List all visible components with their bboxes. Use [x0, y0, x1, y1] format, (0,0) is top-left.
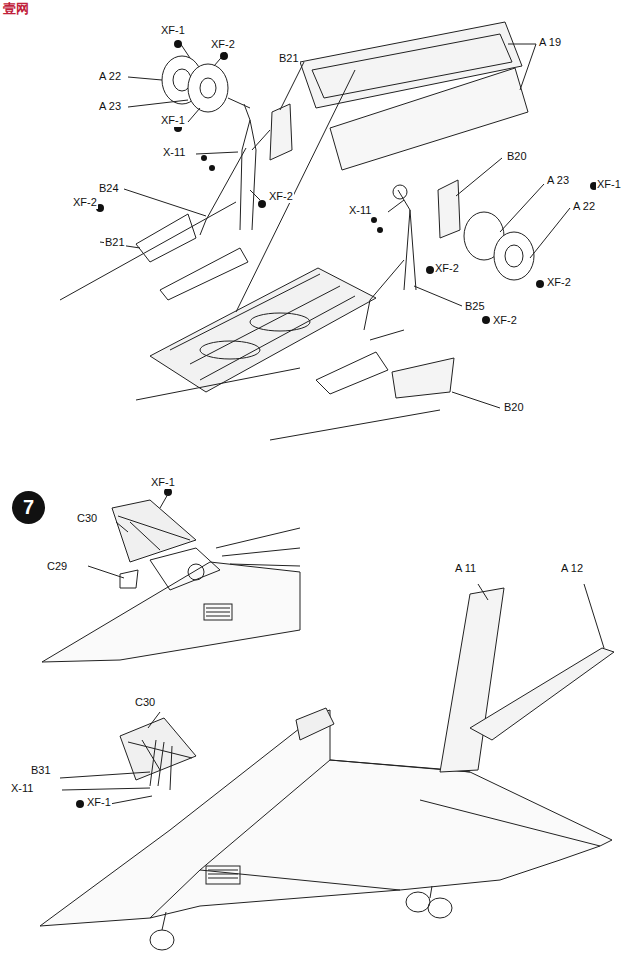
part-callout: XF-1: [150, 476, 176, 489]
part-callout: C30: [134, 696, 156, 709]
part-callout: XF-1: [86, 796, 112, 809]
part-callout: XF-1: [596, 178, 622, 191]
part-callout: A 22: [98, 70, 122, 83]
part-callout: C29: [46, 560, 68, 573]
part-callout: XF-2: [210, 38, 236, 51]
part-callout: A 23: [98, 100, 122, 113]
part-callout: A 11: [454, 562, 477, 575]
part-callout: B20: [503, 401, 525, 414]
part-callout: A 19: [538, 36, 562, 49]
part-callout: A 22: [572, 200, 596, 213]
part-callout: XF-2: [546, 276, 572, 289]
part-callout: XF-2: [434, 262, 460, 275]
part-callout: XF-1: [160, 114, 186, 127]
part-callout: B31: [30, 764, 52, 777]
part-callout: B21: [104, 236, 126, 249]
part-callout: C30: [76, 512, 98, 525]
part-callout: B21: [278, 52, 300, 65]
part-callout: X-11: [10, 782, 34, 795]
part-callout: XF-2: [268, 190, 294, 203]
part-callout: X-11: [162, 146, 186, 159]
part-callout: XF-1: [160, 24, 186, 37]
step-number-circle: 7: [12, 491, 45, 524]
part-callout: XF-2: [492, 314, 518, 327]
part-callout: XF-2: [72, 196, 98, 209]
part-callout: B20: [506, 150, 528, 163]
part-callout: X-11: [348, 204, 372, 217]
part-callout: B25: [464, 300, 486, 313]
part-callout: B24: [98, 182, 120, 195]
part-callout: A 23: [546, 174, 570, 187]
part-callout: A 12: [560, 562, 584, 575]
step-number: 7: [23, 496, 34, 519]
watermark: 壹网: [2, 2, 30, 15]
